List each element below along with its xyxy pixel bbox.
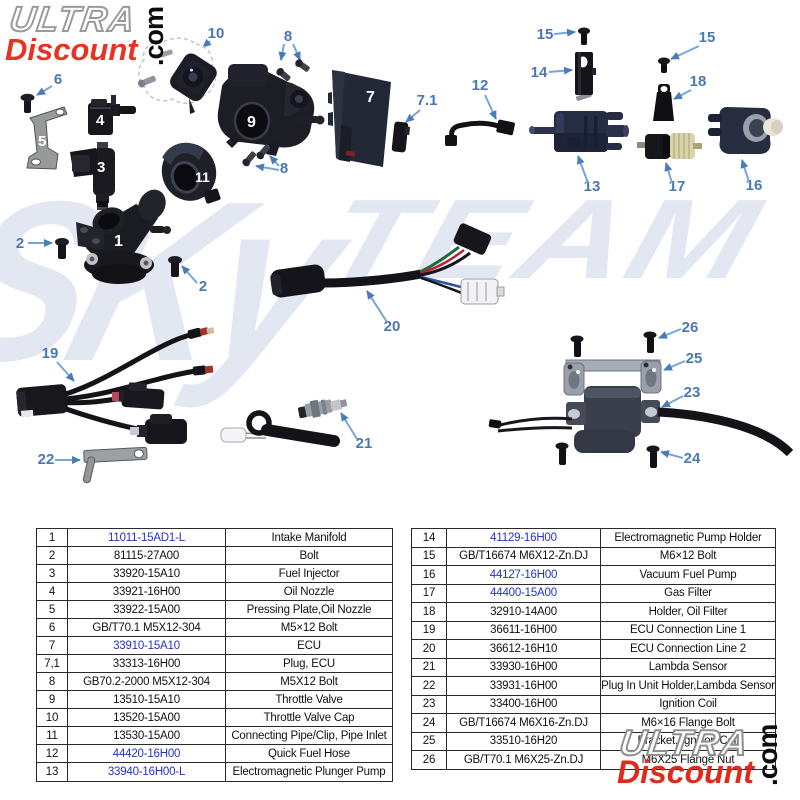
svg-text:8: 8 xyxy=(284,28,292,45)
svg-text:3: 3 xyxy=(97,159,105,176)
svg-text:14: 14 xyxy=(531,64,548,81)
svg-text:8: 8 xyxy=(280,160,288,177)
svg-text:23: 23 xyxy=(684,384,701,401)
svg-text:2: 2 xyxy=(16,235,24,252)
svg-text:19: 19 xyxy=(42,345,59,362)
svg-text:12: 12 xyxy=(472,77,489,94)
svg-text:22: 22 xyxy=(38,451,55,468)
svg-text:21: 21 xyxy=(356,435,373,452)
svg-text:4: 4 xyxy=(96,112,105,129)
svg-text:5: 5 xyxy=(38,133,46,150)
svg-text:15: 15 xyxy=(537,26,554,43)
svg-text:10: 10 xyxy=(208,25,225,42)
svg-text:2: 2 xyxy=(199,278,207,295)
svg-text:9: 9 xyxy=(247,114,256,131)
svg-text:7.1: 7.1 xyxy=(417,92,438,109)
svg-text:18: 18 xyxy=(690,73,707,90)
svg-text:24: 24 xyxy=(684,450,701,467)
svg-text:6: 6 xyxy=(54,71,62,88)
svg-text:16: 16 xyxy=(746,177,763,194)
svg-text:1: 1 xyxy=(114,233,123,250)
svg-text:11: 11 xyxy=(195,169,210,185)
svg-text:15: 15 xyxy=(699,29,716,46)
svg-text:25: 25 xyxy=(686,350,703,367)
svg-text:26: 26 xyxy=(682,319,699,336)
svg-text:17: 17 xyxy=(669,178,686,195)
svg-text:20: 20 xyxy=(384,318,401,335)
svg-text:7: 7 xyxy=(366,89,375,106)
